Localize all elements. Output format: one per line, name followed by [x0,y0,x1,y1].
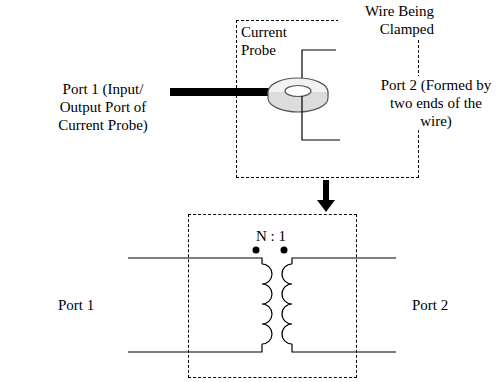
clamped-wire [302,50,336,80]
port-label: Port 2 [412,296,472,314]
transformer-symbol [128,258,396,352]
toroid-core [268,78,328,112]
port-label: Port 1 (Input/ Output Port of Current Pr… [42,80,164,134]
port-label: Port 1 [58,296,118,314]
transformer-box: N : 1 [188,214,357,378]
probe-cable [170,88,276,96]
port-label: Port 2 (Formed by two ends of the wire) [380,76,492,130]
polarity-dot [281,247,288,254]
polarity-dot [253,247,260,254]
block-arrow [317,180,335,212]
node-title: Current Probe [241,23,303,59]
node-title: N : 1 [189,227,353,245]
wire-label: Wire Being Clamped [338,2,434,38]
clamped-wire [302,96,340,140]
